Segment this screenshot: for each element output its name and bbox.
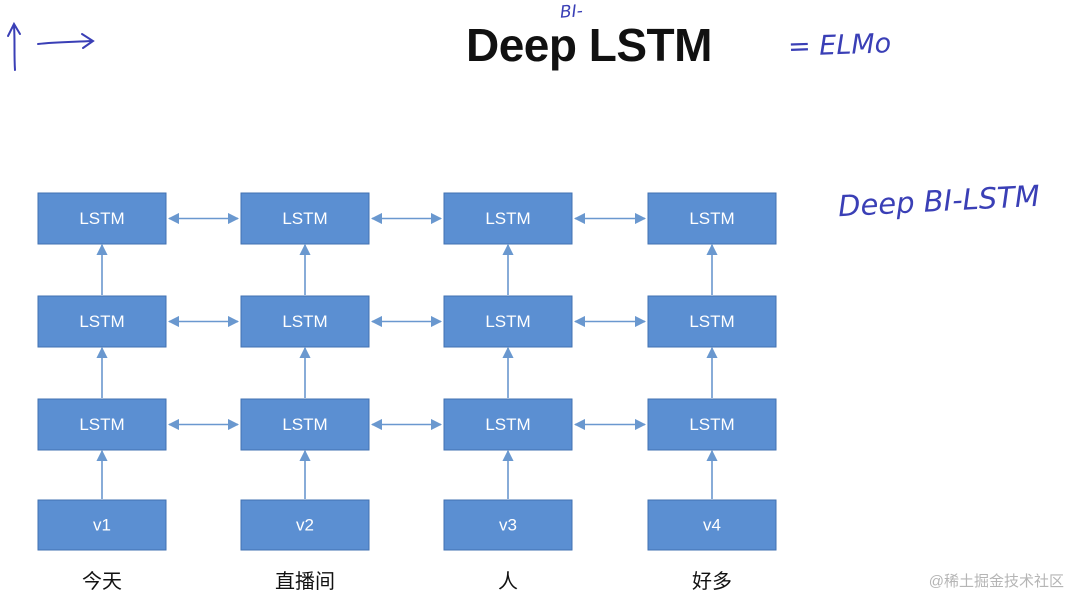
- word-label-1: 今天: [82, 570, 122, 593]
- lstm-cell-l2-c2: [240, 295, 370, 348]
- watermark: @稀土掘金技术社区: [928, 573, 1064, 590]
- lstm-cell-label-l1-c1: LSTM: [79, 209, 124, 228]
- input-box-2: [240, 499, 370, 551]
- lstm-cell-l2-c4: [647, 295, 777, 348]
- lstm-cell-label-l3-c2: LSTM: [282, 415, 327, 434]
- lstm-cell-l3-c4: [647, 398, 777, 451]
- lstm-cell-label-l1-c2: LSTM: [282, 209, 327, 228]
- lstm-cell-l1-c4: [647, 192, 777, 245]
- input-box-4: [647, 499, 777, 551]
- lstm-cell-l2-c3: [443, 295, 573, 348]
- lstm-cell-l2-c1: [37, 295, 167, 348]
- input-box-3: [443, 499, 573, 551]
- word-label-2: 直播间: [275, 570, 335, 593]
- word-label-4: 好多: [692, 570, 732, 593]
- lstm-cell-l1-c2: [240, 192, 370, 245]
- input-label-4: v4: [703, 516, 721, 535]
- lstm-cell-label-l2-c4: LSTM: [689, 312, 734, 331]
- lstm-cell-label-l2-c2: LSTM: [282, 312, 327, 331]
- lstm-cell-l1-c1: [37, 192, 167, 245]
- lstm-cell-l3-c1: [37, 398, 167, 451]
- lstm-cell-label-l3-c3: LSTM: [485, 415, 530, 434]
- lstm-cell-l3-c2: [240, 398, 370, 451]
- lstm-cell-label-l2-c1: LSTM: [79, 312, 124, 331]
- input-box-1: [37, 499, 167, 551]
- lstm-cell-l3-c3: [443, 398, 573, 451]
- hand-right-arrow-icon: [37, 33, 95, 49]
- lstm-cell-l1-c3: [443, 192, 573, 245]
- hand-up-arrow-icon: [7, 21, 21, 71]
- slide-title: Deep LSTM: [466, 19, 712, 71]
- lstm-cell-label-l1-c4: LSTM: [689, 209, 734, 228]
- lstm-cell-label-l2-c3: LSTM: [485, 312, 530, 331]
- lstm-cell-label-l3-c4: LSTM: [689, 415, 734, 434]
- input-label-3: v3: [499, 516, 517, 535]
- input-label-2: v2: [296, 516, 314, 535]
- lstm-cell-label-l1-c3: LSTM: [485, 209, 530, 228]
- input-label-1: v1: [93, 516, 111, 535]
- lstm-cell-label-l3-c1: LSTM: [79, 415, 124, 434]
- word-label-3: 人: [498, 570, 518, 593]
